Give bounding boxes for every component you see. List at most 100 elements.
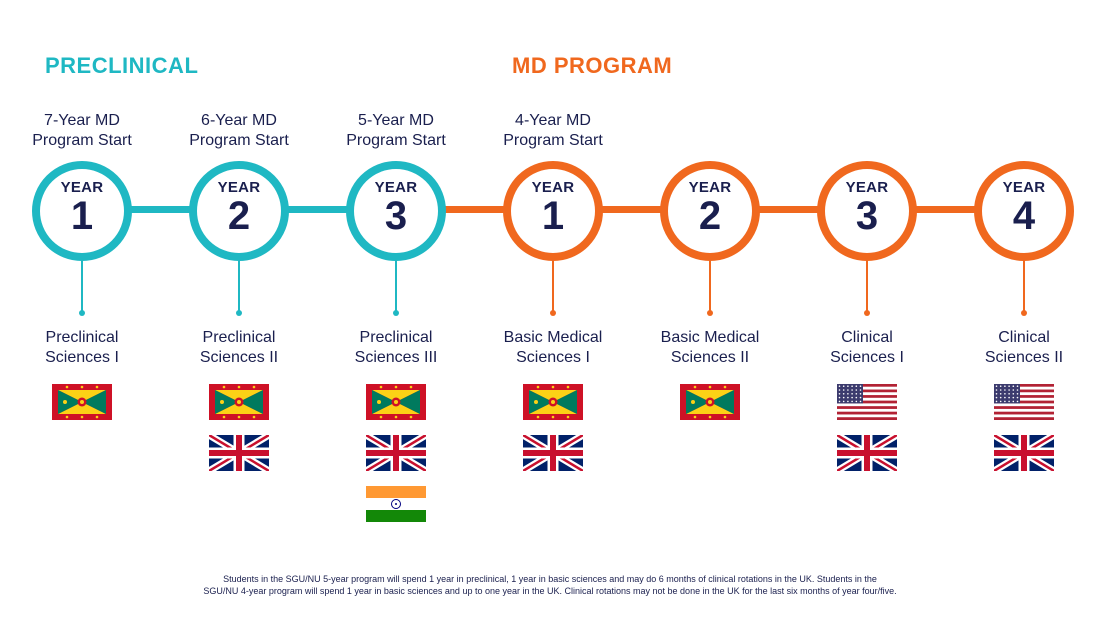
course-label-line-2: Sciences II bbox=[670, 349, 750, 366]
uk-flag-icon bbox=[366, 435, 426, 471]
timeline-stem bbox=[866, 261, 868, 313]
year-number: 3 bbox=[855, 194, 879, 238]
year-number: 3 bbox=[384, 194, 408, 238]
timeline-connector bbox=[444, 206, 505, 213]
footnote-line-1: Students in the SGU/NU 5-year program wi… bbox=[223, 574, 877, 584]
program-start-line-2: Program Start bbox=[189, 132, 289, 149]
course-label-line-1: Preclinical bbox=[45, 329, 119, 346]
program-start-line-1: 7-Year MD bbox=[44, 112, 120, 129]
year-label: YEAR bbox=[845, 179, 889, 196]
timeline-stem bbox=[81, 261, 83, 313]
timeline-stem bbox=[238, 261, 240, 313]
program-start-line-1: 4-Year MD bbox=[515, 112, 591, 129]
timeline-dot bbox=[1021, 310, 1027, 316]
course-label-line-2: Sciences III bbox=[354, 349, 438, 366]
timeline-dot bbox=[550, 310, 556, 316]
uk-flag-icon bbox=[209, 435, 269, 471]
year-number: 1 bbox=[70, 194, 94, 238]
year-number: 4 bbox=[1012, 194, 1036, 238]
program-start-line-1: 6-Year MD bbox=[201, 112, 277, 129]
course-label-line-1: Basic Medical bbox=[660, 329, 760, 346]
course-label-line-2: Sciences I bbox=[45, 349, 119, 366]
section-title-preclinical: PRECLINICAL bbox=[45, 53, 199, 78]
course-label-line-1: Clinical bbox=[841, 329, 893, 346]
timeline-connector bbox=[287, 206, 348, 213]
usa-flag-icon bbox=[837, 384, 897, 420]
country-flags bbox=[994, 384, 1054, 486]
grenada-flag-icon bbox=[523, 384, 583, 420]
country-flags bbox=[837, 384, 897, 486]
timeline-connector bbox=[915, 206, 976, 213]
year-label: YEAR bbox=[531, 179, 575, 196]
timeline-dot bbox=[864, 310, 870, 316]
program-start-label: 7-Year MD Program Start bbox=[7, 111, 157, 151]
timeline-stem bbox=[552, 261, 554, 313]
course-label-line-2: Sciences I bbox=[830, 349, 904, 366]
course-label-line-1: Preclinical bbox=[202, 329, 276, 346]
program-start-line-2: Program Start bbox=[32, 132, 132, 149]
timeline-stem bbox=[395, 261, 397, 313]
program-start-label: 6-Year MD Program Start bbox=[164, 111, 314, 151]
timeline-stem bbox=[709, 261, 711, 313]
footnote: Students in the SGU/NU 5-year program wi… bbox=[110, 573, 990, 597]
year-number: 2 bbox=[698, 194, 722, 238]
footnote-line-2: SGU/NU 4-year program will spend 1 year … bbox=[203, 586, 897, 596]
course-label-line-2: Sciences II bbox=[984, 349, 1064, 366]
course-label-line-1: Clinical bbox=[998, 329, 1050, 346]
timeline-dot bbox=[707, 310, 713, 316]
timeline-connector bbox=[130, 206, 191, 213]
section-title-md-program: MD PROGRAM bbox=[512, 53, 673, 78]
year-label: YEAR bbox=[688, 179, 732, 196]
grenada-flag-icon bbox=[209, 384, 269, 420]
country-flags bbox=[523, 384, 583, 486]
program-start-line-2: Program Start bbox=[346, 132, 446, 149]
program-start-line-1: 5-Year MD bbox=[358, 112, 434, 129]
timeline-stem bbox=[1023, 261, 1025, 313]
country-flags bbox=[52, 384, 112, 435]
india-flag-icon bbox=[366, 486, 426, 522]
grenada-flag-icon bbox=[680, 384, 740, 420]
timeline-connector bbox=[758, 206, 819, 213]
program-start-label: 4-Year MD Program Start bbox=[478, 111, 628, 151]
program-start-line-2: Program Start bbox=[503, 132, 603, 149]
course-label-line-2: Sciences I bbox=[516, 349, 590, 366]
uk-flag-icon bbox=[994, 435, 1054, 471]
usa-flag-icon bbox=[994, 384, 1054, 420]
timeline-dot bbox=[236, 310, 242, 316]
year-label: YEAR bbox=[374, 179, 418, 196]
program-start-label: 5-Year MD Program Start bbox=[321, 111, 471, 151]
uk-flag-icon bbox=[837, 435, 897, 471]
course-label-line-1: Preclinical bbox=[359, 329, 433, 346]
grenada-flag-icon bbox=[366, 384, 426, 420]
country-flags bbox=[209, 384, 269, 486]
year-number: 2 bbox=[227, 194, 251, 238]
course-label-line-1: Basic Medical bbox=[503, 329, 603, 346]
year-number: 1 bbox=[541, 194, 565, 238]
course-label-line-2: Sciences II bbox=[199, 349, 279, 366]
country-flags bbox=[366, 384, 426, 537]
year-label: YEAR bbox=[60, 179, 104, 196]
timeline-connector bbox=[601, 206, 662, 213]
timeline-dot bbox=[79, 310, 85, 316]
uk-flag-icon bbox=[523, 435, 583, 471]
